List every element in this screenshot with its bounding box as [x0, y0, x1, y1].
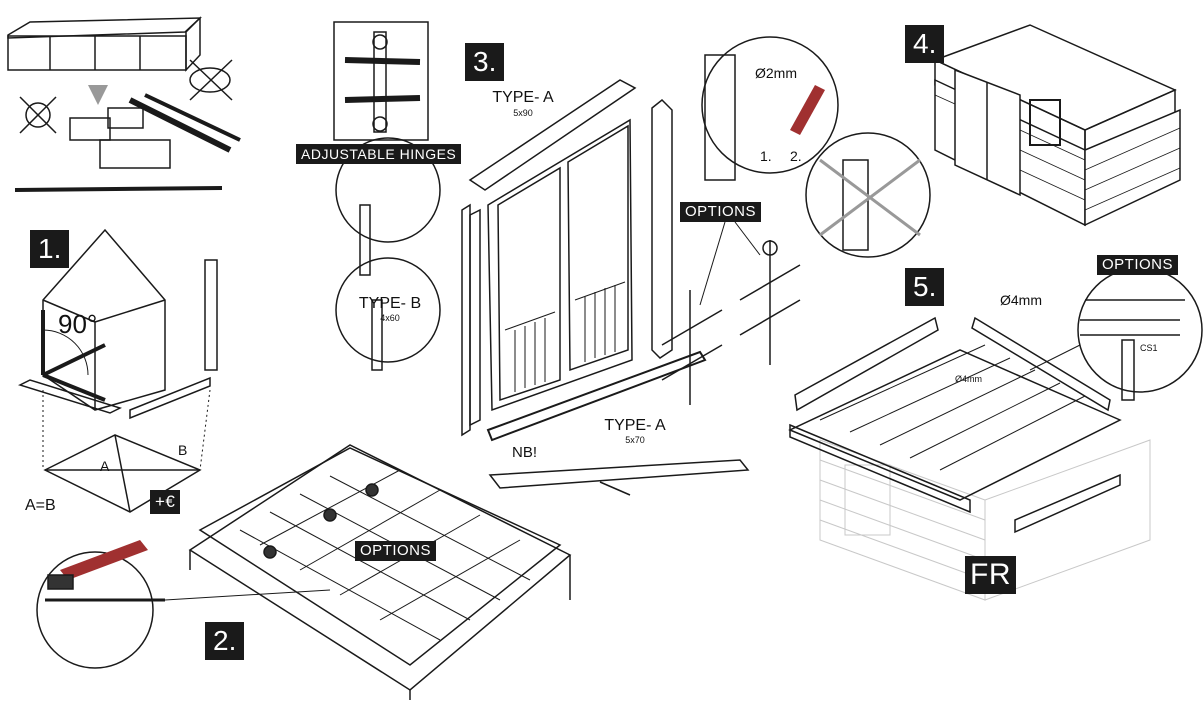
adjustable-hinges-label: ADJUSTABLE HINGES: [296, 144, 462, 164]
door-illustration: [461, 36, 931, 496]
order-1-label: 1.: [760, 148, 772, 164]
type-b-label: TYPE- B: [358, 295, 422, 312]
order-2-label: 2.: [790, 148, 802, 164]
step-5-badge: 5.: [905, 268, 945, 306]
type-a-bottom-label: TYPE- A: [604, 417, 666, 434]
options-label-floor: OPTIONS: [355, 541, 437, 561]
type-a-top-label: TYPE- A: [492, 89, 554, 106]
step-2-badge: 2.: [205, 622, 245, 660]
step-4-badge: 4.: [905, 25, 945, 63]
hinges-illustration: [333, 21, 441, 371]
drill-4mm-label: Ø4mm: [1000, 292, 1042, 308]
floor-illustration: [164, 444, 572, 700]
options-label-doors: OPTIONS: [680, 202, 762, 222]
drill-4mm-label-2: Ø4mm: [955, 374, 982, 384]
extra-cost-badge: +€: [150, 490, 181, 514]
type-a-bottom-size: 5x70: [625, 435, 645, 445]
roof-illustration: [788, 267, 1203, 601]
drill-2mm-label: Ø2mm: [755, 65, 797, 81]
diagonals-equal-label: A=B: [25, 497, 56, 514]
point-b-label: B: [178, 442, 188, 458]
step-3-badge: 3.: [465, 43, 505, 81]
country-code-badge: FR: [965, 556, 1016, 594]
cs1-label: CS1: [1140, 343, 1158, 353]
step-1-badge: 1.: [30, 230, 70, 268]
point-a-label: A: [100, 458, 110, 474]
nb-label: NB!: [512, 444, 538, 461]
type-b-size: 4x60: [380, 313, 400, 323]
options-label-roof: OPTIONS: [1097, 255, 1179, 275]
walls-illustration: [933, 24, 1181, 227]
foundation-square-illustration: [17, 228, 218, 669]
type-a-top-size: 5x90: [513, 108, 533, 118]
angle-90-label: 90°: [58, 309, 98, 339]
package-illustration: [7, 16, 241, 192]
